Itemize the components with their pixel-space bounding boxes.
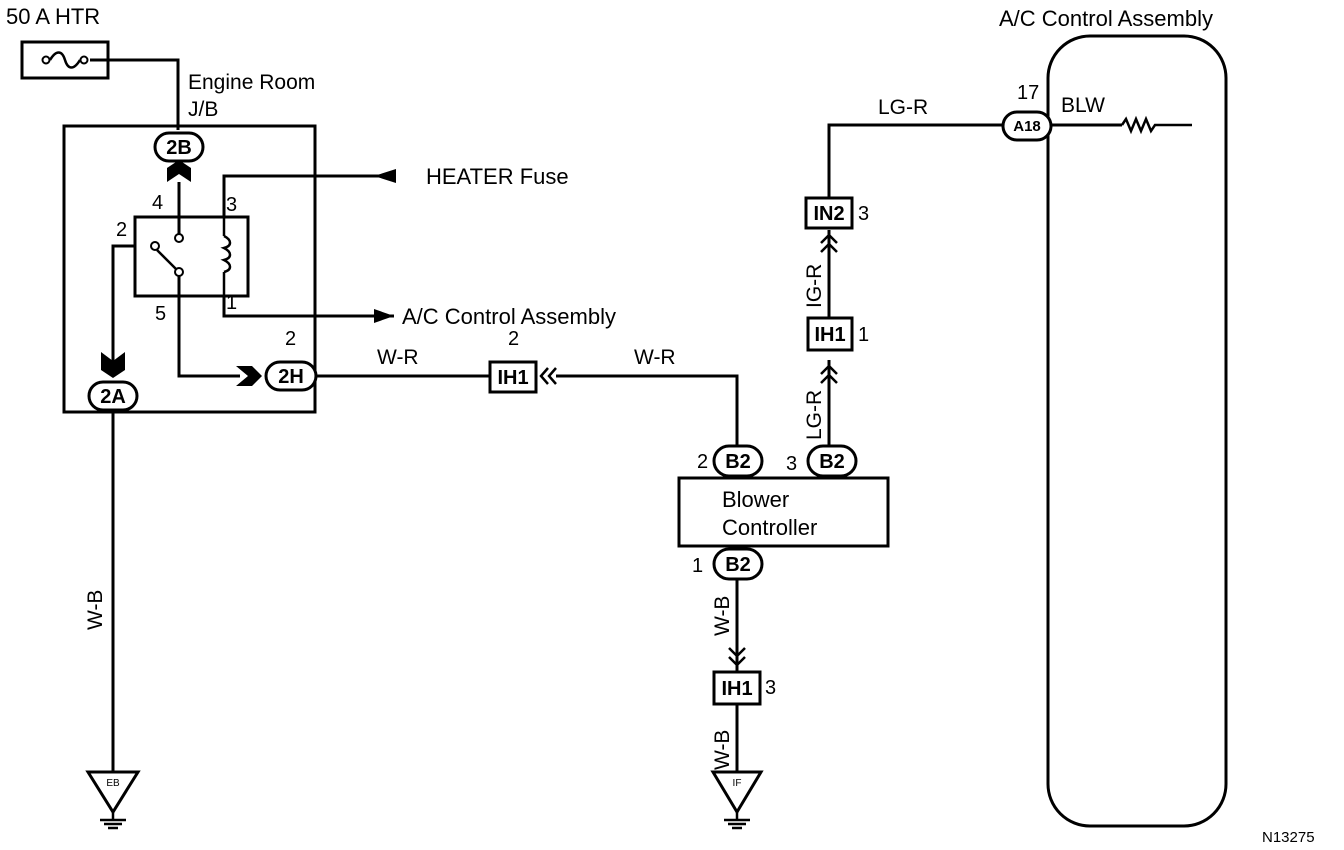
connector-b2-top-left-label: B2	[725, 451, 751, 473]
blw-label: BLW	[1061, 94, 1105, 117]
ground-if-label: IF	[733, 778, 742, 789]
ground-eb: EB	[85, 770, 141, 830]
heater-fuse-arrow	[374, 169, 396, 183]
wire-label-lgr-lower: LG-R	[803, 390, 826, 440]
wire-fuse-to-2b	[90, 58, 180, 130]
wire-wr-right	[556, 374, 739, 446]
connector-a18-label: A18	[1013, 118, 1041, 135]
connector-ih1-wr: IH1	[488, 360, 538, 394]
connector-2h: 2H	[264, 360, 318, 392]
connector-in2-label: IN2	[813, 203, 844, 225]
connector-2b: 2B	[153, 131, 205, 163]
connector-a18: A18	[1001, 110, 1053, 142]
jb-label: J/B	[188, 98, 218, 121]
blw-resistor-icon	[1120, 115, 1192, 135]
wire-label-wb-mid-upper: W-B	[711, 596, 734, 636]
blower-controller-line2: Controller	[722, 515, 817, 540]
connector-b2-top-left: B2	[712, 444, 764, 478]
connector-in2-pin: 3	[858, 203, 869, 225]
connector-ih1-wr-pin: 2	[508, 328, 519, 350]
connector-ih1-lgr: IH1	[806, 316, 854, 352]
engine-room-label: Engine Room	[188, 71, 315, 94]
connector-ih1-lgr-pin: 1	[858, 324, 869, 346]
connector-a18-pin: 17	[1017, 82, 1039, 104]
terminal-arrow-2h	[236, 366, 262, 386]
wire-relay-to-2h	[177, 276, 240, 378]
connector-ih1-wb: IH1	[712, 670, 762, 706]
relay-coil	[220, 218, 232, 296]
relay-pin-3: 3	[226, 194, 237, 216]
ac-control-assembly-body	[1046, 34, 1228, 828]
wire-label-lgr-top: LG-R	[878, 96, 928, 119]
connector-b2-top-right: B2	[806, 444, 858, 478]
figure-id: N13275	[1262, 829, 1315, 846]
terminal-arrow-2a	[101, 352, 125, 378]
wire-relay-to-2a	[111, 244, 135, 362]
ac-control-ref-label: A/C Control Assembly	[402, 304, 616, 329]
wire-to-ac-control	[222, 296, 394, 318]
relay-outline	[133, 215, 250, 298]
connector-ih1-wr-label: IH1	[497, 367, 528, 389]
wire-label-wb-left: W-B	[84, 590, 107, 630]
connector-2h-pin: 2	[285, 328, 296, 350]
relay-pin-1: 1	[226, 292, 237, 314]
b2-top-right-pin: 3	[786, 453, 797, 475]
relay-pin-5: 5	[155, 303, 166, 325]
connector-ih1-wb-pin: 3	[765, 677, 776, 699]
wire-label-igr-mid: IG-R	[803, 264, 826, 308]
blower-controller-line1: Blower	[722, 487, 789, 512]
wire-label-wr-left: W-R	[377, 346, 419, 369]
blower-controller-box	[677, 476, 890, 548]
connector-2a-label: 2A	[100, 386, 126, 408]
connector-2h-label: 2H	[278, 366, 304, 388]
ground-eb-label: EB	[106, 778, 120, 789]
htr-fuse-label: 50 A HTR	[6, 4, 100, 29]
connector-2a: 2A	[87, 380, 139, 412]
connector-in2: IN2	[804, 196, 854, 230]
relay-pin-4: 4	[152, 192, 163, 214]
b2-bottom-pin: 1	[692, 555, 703, 577]
relay-pin-2: 2	[116, 219, 127, 241]
connector-ih1-wb-label: IH1	[721, 678, 752, 700]
ac-control-title: A/C Control Assembly	[999, 6, 1213, 31]
junction-block-outline	[62, 124, 317, 414]
connector-ih1-lgr-label: IH1	[814, 324, 845, 346]
ground-if: IF	[710, 770, 764, 830]
ac-control-arrow	[374, 309, 394, 323]
wire-lgr-top	[827, 123, 1003, 198]
wire-to-heater-fuse	[222, 174, 395, 218]
terminal-arrow-2b	[167, 160, 191, 182]
connector-b2-top-right-label: B2	[819, 451, 845, 473]
relay-switch	[150, 233, 184, 277]
connector-b2-bottom-label: B2	[725, 554, 751, 576]
heater-fuse-label: HEATER Fuse	[426, 164, 569, 189]
connector-b2-bottom: B2	[712, 547, 764, 581]
b2-top-left-pin: 2	[697, 451, 708, 473]
wire-label-wr-right: W-R	[634, 346, 676, 369]
connector-2b-label: 2B	[166, 137, 192, 159]
wire-label-wb-mid-lower: W-B	[711, 730, 734, 770]
